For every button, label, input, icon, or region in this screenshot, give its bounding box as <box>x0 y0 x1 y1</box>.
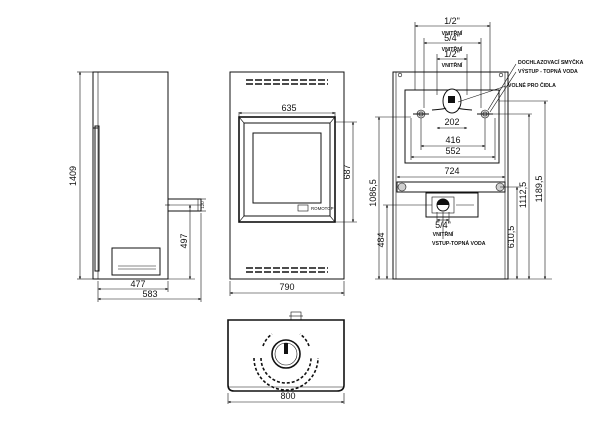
top-view: 800 <box>227 311 345 404</box>
rear-height-484-label: 484 <box>376 232 386 247</box>
front-glass <box>252 132 322 204</box>
side-height-label: 1409 <box>68 166 78 186</box>
rear-view: 1/2" VNITŘNÍ 5/4" VNITŘNÍ 1/2" VNITŘNÍ 2… <box>368 16 584 280</box>
front-door-inner <box>243 122 331 217</box>
front-door-frame <box>238 116 336 223</box>
front-top-vents <box>246 79 328 85</box>
rear-callout-sensor: VOLNÉ PRO ČIDLA <box>508 81 556 89</box>
side-pipe-size-label: 120 <box>200 201 205 209</box>
front-bottom-vents <box>246 267 328 273</box>
rear-half-inch-mid-label: 1/2" <box>444 49 460 59</box>
rear-height-1189-label: 1189,5 <box>534 176 544 203</box>
top-flue-outlet <box>271 339 301 369</box>
rear-inner-label-2: VNITŘNÍ <box>442 45 463 53</box>
front-total-width-label: 790 <box>279 282 294 292</box>
front-body-outline <box>229 71 345 280</box>
rear-spacing-724-label: 724 <box>444 166 459 176</box>
rear-height-1086-label: 1086,5 <box>368 179 378 207</box>
front-door-height-label: 687 <box>342 164 352 179</box>
top-width-label: 800 <box>280 391 295 401</box>
rear-inner-label-3: VNITŘNÍ <box>442 61 463 69</box>
rear-inner-label-1: VNITŘNÍ <box>442 29 463 37</box>
side-ash-pan <box>111 247 161 276</box>
rear-callout-loop: DOCHLAZOVACÍ SMYČKA <box>518 58 584 66</box>
top-vent-arcs <box>253 333 319 391</box>
side-view: 1409 497 120 477 583 <box>68 71 206 302</box>
rear-height-1112-label: 1112,5 <box>518 182 528 208</box>
rear-lower-bar <box>396 181 506 193</box>
rear-lower-fitting-left <box>397 182 407 192</box>
rear-spacing-202-label: 202 <box>444 117 459 127</box>
rear-callout-inlet: VSTUP-TOPNÁ VODA <box>432 240 486 247</box>
rear-half-inch-top-label: 1/2" <box>444 16 460 26</box>
front-handle <box>297 204 309 212</box>
side-door-edge <box>94 125 100 272</box>
side-depth-inner-label: 477 <box>130 279 145 289</box>
rear-body-outline <box>392 71 509 280</box>
rear-spacing-416-label: 416 <box>445 135 460 145</box>
side-depth-total-label: 583 <box>142 289 157 299</box>
side-body-outline <box>92 71 169 280</box>
top-body-outline <box>227 319 345 392</box>
front-door-width-label: 635 <box>281 103 296 113</box>
rear-height-610-label: 610,5 <box>506 226 516 249</box>
rear-five-quarter-top-label: 5/4" <box>444 33 460 43</box>
front-view: ROMOTOP 635 687 790 <box>229 71 357 296</box>
rear-callout-lines <box>457 63 517 113</box>
rear-spacing-552-label: 552 <box>445 146 460 156</box>
side-connection-height-label: 497 <box>179 233 189 248</box>
rear-callout-outlet: VÝSTUP - TOPNÁ VODA <box>518 68 578 75</box>
front-logo: ROMOTOP <box>311 206 334 211</box>
